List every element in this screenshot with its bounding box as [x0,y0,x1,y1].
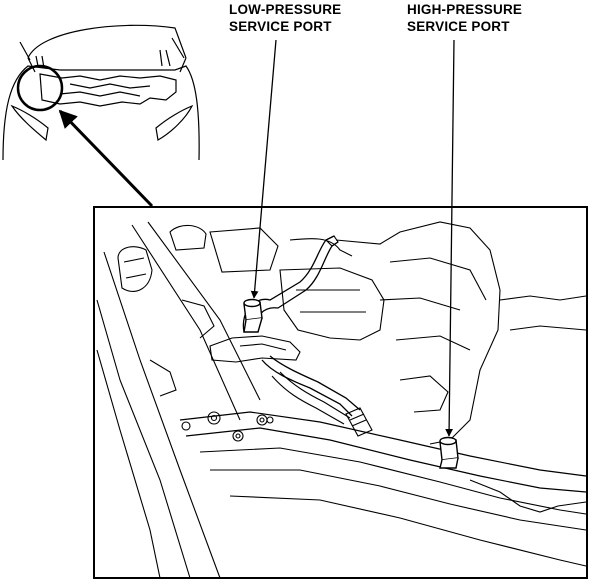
high-pressure-label-line1: HIGH-PRESSURE [407,2,523,17]
high-pressure-service-port-label: HIGH-PRESSURE SERVICE PORT [407,1,522,35]
magnify-circle [16,64,64,112]
engine-bay-detail [96,221,587,579]
low-pressure-service-port-label: LOW-PRESSURE SERVICE PORT [229,1,341,35]
low-pressure-label-line1: LOW-PRESSURE [229,2,342,17]
detail-frame [93,206,588,579]
high-pressure-leader-line [445,39,455,437]
low-pressure-leader-line [250,39,277,299]
low-pressure-label-line2: SERVICE PORT [229,19,332,34]
high-pressure-label-line2: SERVICE PORT [407,19,510,34]
pointer-arrow [58,109,154,208]
low-pressure-service-port [243,298,263,333]
high-pressure-service-port [439,436,459,469]
vehicle-overview [2,24,200,161]
